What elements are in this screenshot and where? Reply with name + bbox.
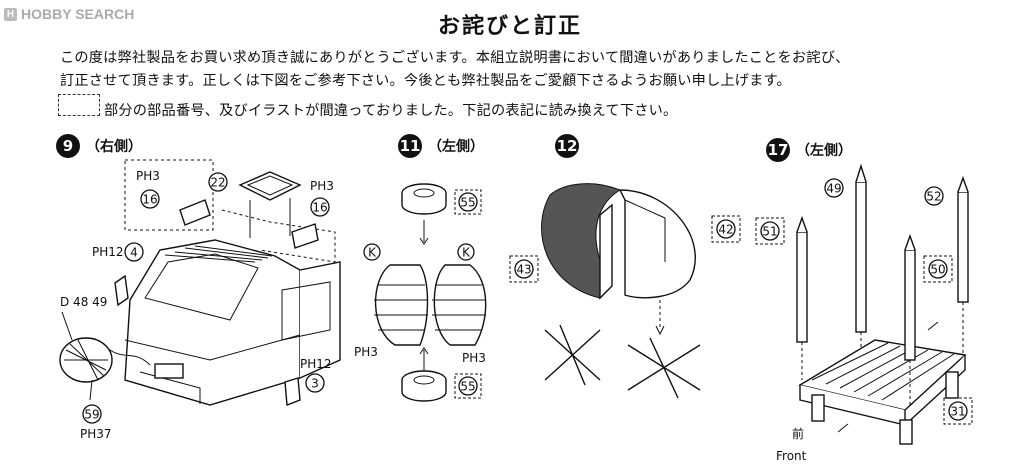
notice-line-1: この度は弊社製品をお買い求め頂き誠にありがとうございます。本組立説明書において間…	[60, 50, 850, 66]
part-16-label: 16	[312, 201, 327, 215]
front-label-jp: 前	[792, 426, 804, 441]
part-42-label: 42	[718, 223, 733, 237]
ph3-label: PH3	[354, 345, 378, 359]
ph3-label: PH3	[136, 169, 160, 183]
page-title: お詫びと訂正	[437, 14, 582, 39]
ph12-label: PH12	[92, 245, 124, 259]
ph3-label: PH3	[462, 351, 486, 365]
part-49-label: 49	[826, 182, 841, 196]
part-16-label: 16	[142, 193, 157, 207]
part-22-label: 22	[210, 176, 225, 190]
part-55-label: 55	[460, 196, 475, 210]
part-4-label: 4	[130, 246, 138, 260]
truck-illustration	[59, 159, 341, 406]
pallet-illustration	[796, 163, 969, 445]
ph3-label: PH3	[310, 179, 334, 193]
part-55-label: 55	[460, 380, 475, 394]
hemisphere-illustration	[541, 183, 701, 399]
part-50-label: 50	[930, 263, 945, 277]
part-31-label: 31	[950, 405, 965, 419]
ph12-label: PH12	[300, 357, 332, 371]
front-label-en: Front	[776, 449, 807, 463]
step-side: （右側）	[86, 139, 142, 155]
part-3-label: 3	[311, 377, 319, 391]
part-43-label: 43	[516, 263, 531, 277]
part-51-label: 51	[762, 225, 777, 239]
part-59-label: 59	[84, 408, 99, 422]
step-number: 11	[398, 134, 422, 158]
d-48-49-label: D 48 49	[60, 295, 107, 309]
part-k-label: K	[368, 246, 377, 260]
step-17-header: 17 （左側）	[766, 138, 852, 162]
step-side: （左側）	[796, 143, 852, 159]
hobbysearch-logo-icon: H	[4, 7, 17, 21]
notice-line-3: 部分の部品番号、及びイラストが間違っておりました。下記の表記に読み換えて下さい。	[104, 103, 678, 119]
step-number: 17	[766, 138, 790, 162]
step-9-header: 9 （右側）	[56, 134, 142, 158]
step-12-header: 12	[555, 134, 579, 158]
step-side: （左側）	[428, 139, 484, 155]
step-number: 9	[56, 134, 80, 158]
notice-line-2: 訂正させて頂きます。正しくは下図をご参考下さい。今後とも弊社製品をご愛顧下さるよ…	[60, 73, 791, 89]
part-k-label: K	[462, 246, 471, 260]
ph37-label: PH37	[80, 427, 112, 441]
part-52-label: 52	[926, 190, 941, 204]
bellows-illustration	[374, 183, 487, 402]
step-11-header: 11 （左側）	[398, 134, 484, 158]
dashed-box-legend	[58, 94, 100, 116]
step-number: 12	[555, 134, 579, 158]
